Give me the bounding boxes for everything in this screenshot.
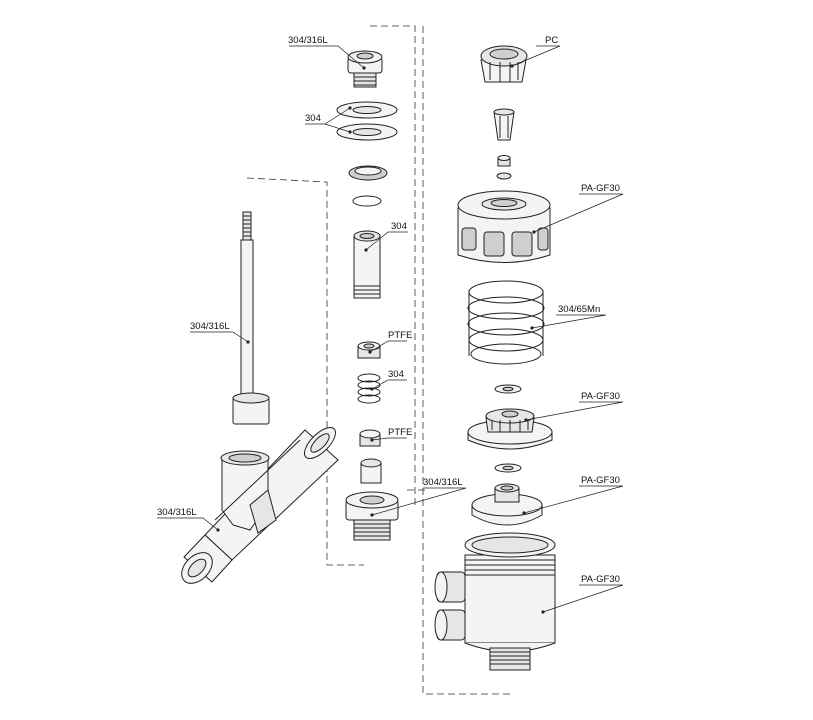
valve-cap-label: 304/316L bbox=[288, 35, 328, 46]
lower-ptfe-label: PTFE bbox=[388, 427, 412, 438]
upper-ptfe-label: PTFE bbox=[388, 330, 412, 341]
diaphragm-washer-lower bbox=[494, 463, 522, 473]
bonnet bbox=[457, 190, 551, 263]
o-rings bbox=[348, 165, 388, 207]
top-knob bbox=[480, 45, 528, 83]
nipple-label: 304/316L bbox=[423, 477, 463, 488]
material-labels: 304/316L 304 304 304/316L PTFE 304 PTFE … bbox=[157, 35, 620, 585]
piston-label: PA-GF30 bbox=[581, 475, 620, 486]
stem-label: 304/316L bbox=[190, 321, 230, 332]
valve-housing bbox=[434, 532, 556, 671]
small-spring bbox=[357, 373, 381, 404]
nipple-fitting bbox=[345, 491, 399, 541]
diaphragm-plate-label: PA-GF30 bbox=[581, 391, 620, 402]
bonnet-label: PA-GF30 bbox=[581, 183, 620, 194]
upper-ptfe-seal bbox=[357, 341, 381, 359]
assembly-guide-lines bbox=[246, 25, 513, 695]
small-insert bbox=[493, 108, 515, 180]
diaphragm-washer-upper bbox=[494, 384, 522, 394]
stem-rod bbox=[232, 211, 270, 425]
body-label: 304/316L bbox=[157, 507, 197, 518]
main-spring bbox=[467, 280, 545, 365]
housing-label: PA-GF30 bbox=[581, 574, 620, 585]
leader-lines bbox=[157, 45, 624, 614]
valve-cap bbox=[347, 50, 383, 88]
washers-label: 304 bbox=[305, 113, 321, 124]
strainer-body bbox=[181, 426, 339, 584]
main-spring-label: 304/65Mn bbox=[558, 304, 600, 315]
lower-ptfe-seal bbox=[359, 429, 382, 484]
piston bbox=[471, 483, 543, 526]
diaphragm-plate bbox=[467, 408, 553, 450]
small-spring-label: 304 bbox=[388, 369, 404, 380]
washers bbox=[336, 101, 398, 141]
top-knob-label: PC bbox=[545, 35, 558, 46]
sleeve-label: 304 bbox=[391, 221, 407, 232]
sleeve bbox=[353, 230, 381, 299]
